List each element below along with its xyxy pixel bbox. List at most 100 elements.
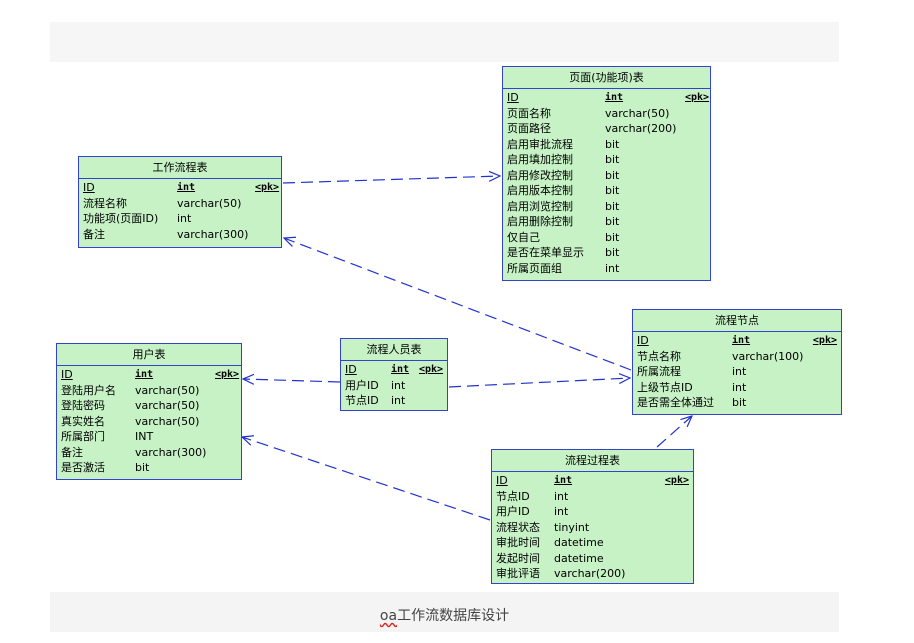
field-key (685, 183, 706, 199)
field-type: varchar(200) (554, 567, 626, 580)
field-name: 启用版本控制 (507, 184, 573, 197)
field-type: varchar(50) (605, 106, 670, 120)
field-name: 功能项(页面ID) (83, 212, 159, 225)
field-key (685, 261, 706, 277)
field-key (685, 168, 706, 184)
field-type: tinyint (554, 520, 590, 534)
entity-title: 工作流程表 (79, 157, 281, 179)
field-name: 启用审批流程 (507, 137, 573, 151)
field-key (685, 230, 706, 246)
field-name: ID (507, 91, 519, 104)
field-type: datetime (554, 536, 604, 549)
link-flowuser-user (243, 379, 341, 382)
field-type: varchar(50) (135, 414, 200, 428)
link-node-workflow (284, 238, 632, 371)
field-type: int (554, 505, 569, 518)
field-type: int (605, 261, 620, 275)
field-name: 节点名称 (637, 349, 681, 363)
field-key (812, 349, 837, 365)
field-name: 上级节点ID (637, 380, 693, 394)
field-name: ID (637, 334, 649, 347)
field-key (215, 460, 237, 476)
field-row: 仅自己 bit (507, 230, 706, 246)
field-name: 启用删除控制 (507, 215, 573, 228)
field-key (685, 106, 706, 122)
field-type: int (732, 365, 747, 378)
field-type: bit (605, 230, 620, 244)
field-name: 页面路径 (507, 122, 551, 135)
field-name: 审批时间 (496, 536, 540, 549)
field-name: 所属部门 (61, 430, 105, 443)
field-row: 流程名称 varchar(50) (83, 196, 277, 212)
field-type: varchar(50) (135, 399, 200, 412)
field-name: ID (61, 368, 73, 381)
field-type: varchar(50) (177, 196, 242, 210)
field-name: 流程名称 (83, 196, 127, 210)
field-row: 功能项(页面ID)int (83, 211, 277, 227)
caption-text: 工作流数据库设计 (397, 608, 510, 624)
field-type: int (391, 394, 406, 407)
diagram-caption: oa工作流数据库设计 (50, 605, 839, 625)
field-row: 节点名称 varchar(100) (637, 349, 837, 365)
field-key (215, 414, 237, 430)
field-key (685, 214, 706, 230)
field-type: bit (605, 153, 620, 166)
field-name: 用户ID (496, 505, 530, 518)
field-key (634, 551, 689, 567)
field-key (812, 380, 837, 396)
field-type: int (391, 378, 406, 392)
field-name: 启用填加控制 (507, 153, 573, 166)
link-flowuser-node (448, 378, 630, 388)
field-name: 启用修改控制 (507, 168, 573, 182)
field-row: 用户ID int (496, 504, 689, 520)
field-row: 启用填加控制 bit (507, 152, 706, 168)
field-key (685, 121, 706, 137)
field-key (685, 245, 706, 261)
field-key: <pk> (685, 92, 710, 103)
field-type: int (732, 380, 747, 394)
field-type: varchar(100) (732, 349, 804, 363)
field-name: 启用浏览控制 (507, 199, 573, 213)
field-key: <pk> (215, 369, 240, 380)
field-name: 备注 (61, 445, 83, 459)
field-name: 仅自己 (507, 230, 540, 244)
caption-prefix: oa (379, 608, 398, 624)
field-key (215, 429, 237, 445)
field-type: bit (605, 215, 620, 228)
entity-title: 页面(功能项)表 (503, 67, 710, 89)
field-key (255, 196, 277, 212)
field-type: int (554, 489, 569, 503)
field-name: 发起时间 (496, 551, 540, 565)
field-key (215, 445, 237, 461)
field-type: int (732, 335, 751, 346)
field-key (634, 489, 689, 505)
field-key (419, 378, 443, 394)
field-key (812, 395, 837, 411)
field-key (634, 566, 689, 582)
field-key (215, 398, 237, 414)
entity-title: 用户表 (57, 344, 241, 366)
field-type: bit (732, 396, 747, 409)
field-name: 登陆密码 (61, 399, 105, 412)
field-type: bit (135, 461, 150, 474)
